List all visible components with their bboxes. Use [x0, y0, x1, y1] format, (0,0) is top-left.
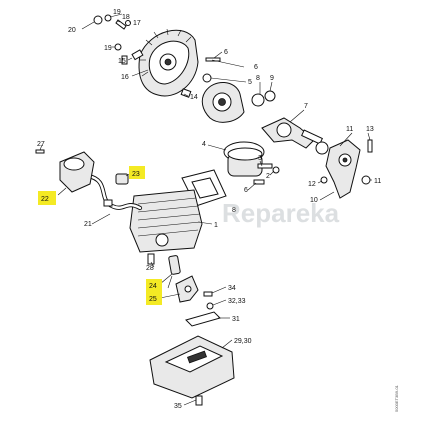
bearing-11: [315, 141, 329, 155]
label-7: 7: [304, 103, 308, 110]
label-17: 17: [133, 20, 141, 27]
label-11a: 11: [346, 126, 353, 133]
label-8: 8: [256, 75, 260, 82]
label-24: 24: [149, 283, 157, 290]
label-2: 2: [266, 173, 270, 180]
label-1: 1: [214, 222, 218, 229]
gasket-inner: [191, 177, 219, 199]
pin-3: [257, 163, 273, 169]
label-18: 18: [122, 14, 130, 21]
crankshaft-assembly: [251, 90, 329, 155]
circlip-6b: [253, 179, 265, 185]
label-22: 22: [41, 196, 49, 203]
flywheel-center: [164, 58, 172, 66]
label-15: 15: [118, 58, 126, 65]
label-19a: 19: [113, 9, 121, 16]
spark-plug-24: [167, 255, 181, 289]
label-3: 3: [258, 155, 262, 162]
crank-web: [276, 122, 292, 138]
impulse-hose-21: [85, 173, 143, 211]
crankcase-right: [320, 139, 373, 199]
label-4: 4: [202, 141, 206, 148]
nut-20: [93, 15, 103, 25]
label-19b: 19: [104, 45, 112, 52]
hose-clamp: [103, 199, 113, 207]
clip-11b: [361, 175, 371, 185]
label-31: 31: [232, 316, 240, 323]
crank-stub: [301, 129, 323, 145]
part-labels: 20 19 18 17 19 15 16 14 6 6 5 8 9 7 11 1…: [37, 9, 381, 410]
exhaust-port: [155, 233, 169, 247]
bushing-5: [202, 73, 212, 83]
watermark-text: Repareka: [222, 198, 340, 228]
flywheel-assembly: [93, 14, 199, 98]
label-35: 35: [174, 403, 182, 410]
piston-group: [223, 141, 280, 185]
plug-boot-25: [175, 275, 199, 303]
seal-9: [264, 90, 276, 102]
drawing-code: 5000ET3B9-01: [394, 384, 399, 412]
label-32-33: 32,33: [228, 298, 246, 305]
washer-19: [104, 14, 112, 22]
muffler-29-30: [149, 335, 235, 399]
label-13: 13: [366, 126, 374, 133]
bracket-31: [185, 311, 221, 327]
crankcase-left: [201, 57, 245, 123]
key-14: [180, 88, 192, 98]
highlight-22: [38, 191, 56, 205]
bearing-8: [251, 93, 265, 107]
flywheel-fins: [140, 28, 192, 77]
label-6b: 6: [244, 187, 248, 194]
label-34: 34: [228, 285, 236, 292]
nut-32-33: [206, 302, 214, 310]
label-20: 20: [68, 27, 76, 34]
screw-27: [35, 149, 45, 154]
label-12: 12: [308, 181, 316, 188]
label-28: 28: [146, 265, 154, 272]
cylinder: [129, 189, 203, 265]
label-16: 16: [121, 74, 129, 81]
label-21: 21: [84, 221, 92, 228]
flywheel-pawl: [131, 49, 144, 61]
label-25: 25: [149, 296, 157, 303]
screw-15: [121, 55, 128, 65]
leader-lines: [39, 13, 372, 406]
label-23: 23: [132, 171, 140, 178]
flange-23: [115, 173, 129, 185]
highlight-24-25: [146, 279, 162, 305]
intake-manifold-22: [35, 149, 95, 193]
screw-34: [203, 291, 213, 297]
cylinder-fins: [137, 197, 201, 237]
label-8b: 8: [232, 207, 236, 214]
label-10: 10: [310, 197, 318, 204]
washer-19b: [114, 43, 122, 51]
label-27: 27: [37, 141, 45, 148]
circlip-2: [272, 166, 280, 174]
decomp-28: [147, 253, 155, 265]
label-11b: 11: [374, 178, 381, 185]
washer-12: [320, 176, 328, 184]
bolt-13: [367, 139, 373, 153]
label-5: 5: [248, 79, 252, 86]
spring-17: [125, 20, 131, 26]
label-29-30: 29,30: [234, 338, 252, 345]
highlight-23: [129, 166, 145, 179]
label-9: 9: [270, 75, 274, 82]
label-14: 14: [190, 94, 198, 101]
label-6-right: 6: [254, 64, 258, 71]
label-6a: 6: [224, 49, 228, 56]
pawl-18: [115, 19, 127, 30]
screw-35: [195, 395, 203, 406]
bolt-6a: [205, 57, 221, 62]
